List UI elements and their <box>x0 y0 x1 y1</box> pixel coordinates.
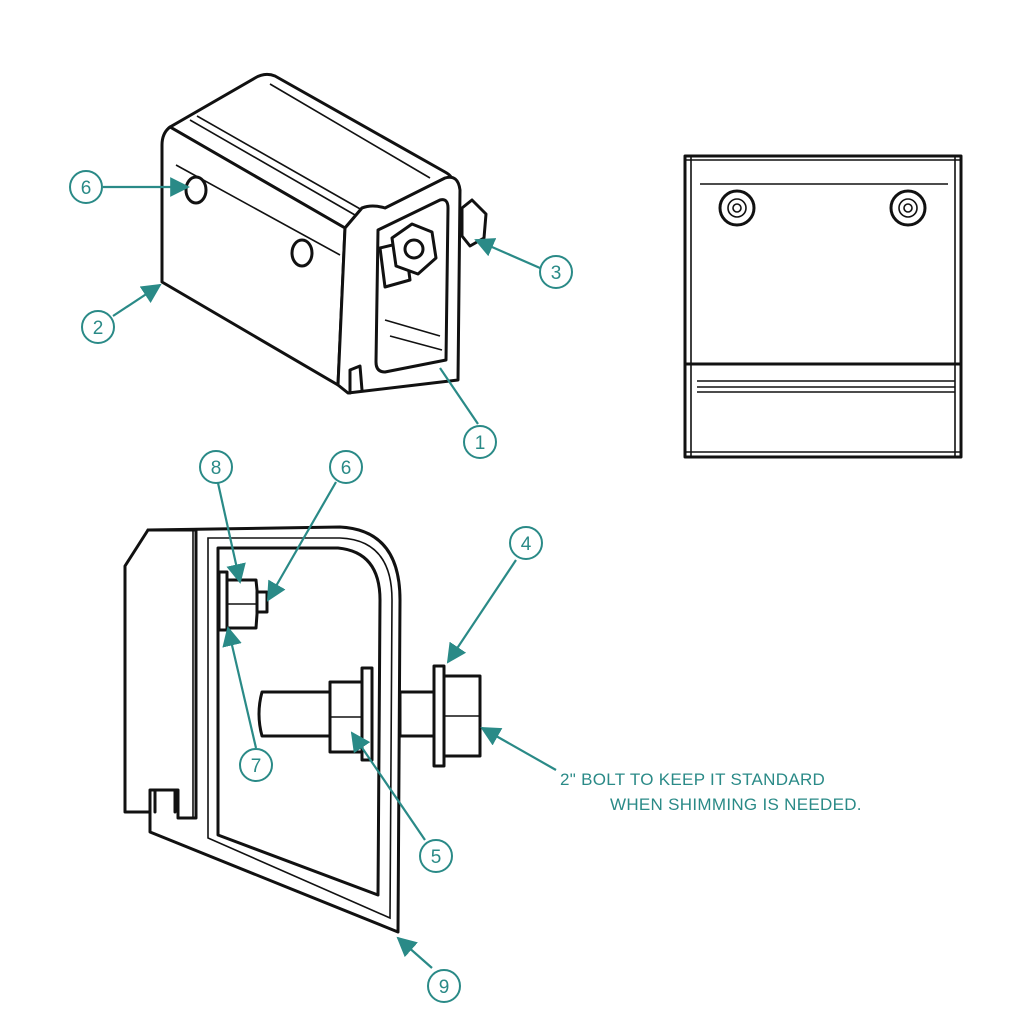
iso-hole-2 <box>290 238 314 268</box>
side-top-stud <box>255 590 269 614</box>
iso-front-slot <box>348 364 364 395</box>
balloon-side-5: 5 <box>419 839 453 873</box>
plan-bolt-left-core <box>732 203 742 213</box>
side-slot <box>153 788 177 814</box>
plan-bolt-right-inner <box>898 198 918 218</box>
balloon-iso-3: 3 <box>539 255 573 289</box>
isometric-view <box>160 72 488 395</box>
balloon-side-8-label: 8 <box>211 458 222 479</box>
plan-bolt-right-outer <box>889 189 927 227</box>
iso-nut <box>390 222 438 276</box>
iso-outer-nut <box>460 198 488 248</box>
plan-bolt-left-inner <box>727 198 747 218</box>
leader-iso-2 <box>112 283 162 317</box>
balloon-side-8: 8 <box>199 450 233 484</box>
plan-outline <box>683 154 963 459</box>
balloon-side-9-label: 9 <box>439 977 450 998</box>
balloon-iso-2: 2 <box>81 310 115 344</box>
balloon-iso-6-label: 6 <box>81 178 92 199</box>
side-bolt-shank-right <box>398 690 436 738</box>
leader-iso-3 <box>474 238 541 270</box>
note-line-1: 2" BOLT TO KEEP IT STANDARD <box>560 770 825 789</box>
balloon-iso-2-label: 2 <box>93 318 104 339</box>
leader-side-5 <box>350 731 426 841</box>
note-line-2: WHEN SHIMMING IS NEEDED. <box>610 795 862 814</box>
iso-inner-floor <box>384 319 441 337</box>
plan-bolt-left-outer <box>718 189 756 227</box>
balloon-side-7: 7 <box>239 748 273 782</box>
iso-top-groove <box>189 119 356 216</box>
balloon-side-9: 9 <box>427 969 461 1003</box>
leader-side-7 <box>222 626 258 749</box>
iso-front-inner <box>374 198 450 374</box>
balloon-iso-1-label: 1 <box>475 433 486 454</box>
iso-inner-floor-2 <box>389 335 443 351</box>
balloon-iso-3-label: 3 <box>551 263 562 284</box>
plan-bolt-right-core <box>903 203 913 213</box>
side-left-block <box>123 528 198 820</box>
leader-iso-1 <box>439 367 479 425</box>
balloon-side-4: 4 <box>509 526 543 560</box>
bolt-note: 2" BOLT TO KEEP IT STANDARD WHEN SHIMMIN… <box>560 770 862 814</box>
iso-top-groove-3 <box>269 83 431 179</box>
iso-nut-hole <box>403 238 425 260</box>
leader-note <box>480 727 557 771</box>
balloon-side-7-label: 7 <box>251 756 262 777</box>
side-bolt-shank-left <box>257 690 332 738</box>
leader-side-4 <box>446 559 517 664</box>
side-center-washer <box>360 666 374 762</box>
leader-side-6 <box>267 481 337 602</box>
balloon-side-6: 6 <box>329 450 363 484</box>
balloon-side-4-label: 4 <box>521 534 532 555</box>
leader-side-9 <box>396 936 433 969</box>
leader-side-8 <box>216 482 246 584</box>
balloon-side-5-label: 5 <box>431 847 442 868</box>
side-inner-frame-2 <box>207 537 393 920</box>
side-view <box>123 525 482 934</box>
side-inner-frame <box>216 546 382 897</box>
leaders <box>103 177 557 969</box>
balloon-iso-6: 6 <box>69 170 103 204</box>
balloon-iso-1: 1 <box>463 425 497 459</box>
iso-top-groove-2 <box>196 115 363 211</box>
balloon-side-6-label: 6 <box>341 458 352 479</box>
iso-left-face <box>160 125 347 387</box>
plan-view <box>683 154 963 459</box>
